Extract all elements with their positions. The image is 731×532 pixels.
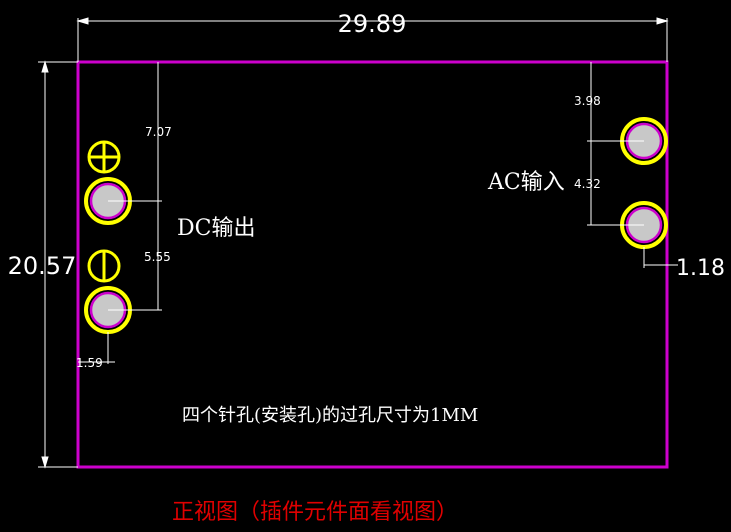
height-dimension-text: 20.57 [8,252,77,280]
right-dimension-lines [587,62,678,268]
top-left-spacing-text: 7.07 [145,125,172,139]
right-pin-spacing-text: 4.32 [574,177,601,191]
view-caption: 正视图（插件元件面看视图） [172,500,458,525]
left-edge-offset-text: 1.59 [76,356,103,370]
mount-hole-top-left [87,140,121,174]
height-dimension [38,60,78,469]
mount-hole-bottom-left [87,249,121,283]
hole-size-note: 四个针孔(安装孔)的过孔尺寸为1MM [182,405,478,426]
dc-output-label: DC输出 [177,216,255,241]
right-edge-offset-text: 1.18 [676,256,725,281]
left-pin-spacing-text: 5.55 [144,250,171,264]
width-dimension-text: 29.89 [338,10,407,38]
top-right-spacing-text: 3.98 [574,94,601,108]
left-dimension-lines [78,62,162,364]
ac-input-label: AC输入 [487,170,565,195]
width-dimension [76,17,669,62]
